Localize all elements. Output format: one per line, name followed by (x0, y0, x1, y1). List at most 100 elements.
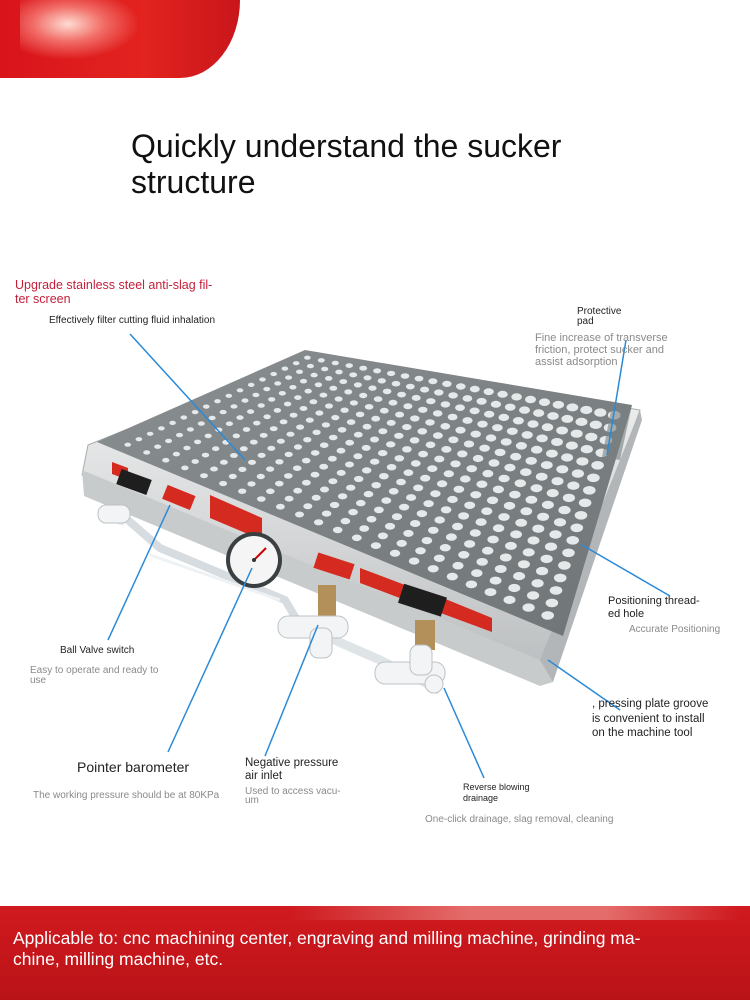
plate-hole (263, 414, 271, 420)
plate-hole (337, 493, 348, 500)
plate-hole (531, 445, 543, 454)
plate-hole (440, 506, 452, 514)
plate-hole (294, 395, 302, 400)
plate-hole (180, 415, 188, 420)
plate-hole (374, 506, 384, 514)
air-fittings (97, 504, 446, 694)
positioning-hole-title: Positioning thread- ed hole (608, 595, 700, 621)
plate-hole (400, 373, 410, 379)
plate-groove-line2: is convenient to install (592, 712, 705, 725)
plate-hole (513, 572, 526, 581)
plate-hole (494, 565, 507, 573)
plate-hole (505, 541, 517, 550)
leader-plate-groove (547, 659, 621, 711)
plate-hole (432, 410, 443, 417)
plate-hole (433, 554, 445, 562)
plate-hole (578, 498, 592, 508)
plate-hole (503, 501, 516, 510)
plate-hole (348, 508, 358, 516)
plate-hole (335, 369, 343, 375)
plate-hole (319, 442, 329, 449)
plate-hole (201, 452, 210, 458)
plate-hole (514, 479, 526, 488)
plate-hole (566, 536, 579, 545)
plate-hole (273, 408, 282, 413)
plate-hole (252, 392, 260, 398)
plate-hole (276, 438, 285, 444)
plate-hole (396, 539, 407, 547)
plate-hole (575, 417, 588, 426)
plate-hole (527, 536, 540, 545)
plate-hole (487, 535, 499, 544)
plate-hole (556, 426, 568, 435)
plate-hole (487, 496, 499, 505)
plate-hole (325, 403, 333, 409)
plate-hole (181, 465, 189, 471)
plate-hole (386, 441, 396, 448)
plate-hole (319, 392, 328, 398)
plate-hole (458, 551, 470, 559)
plate-hole (236, 388, 244, 393)
plate-groove-text: , pressing plate groove is convenient to… (592, 697, 708, 741)
plate-hole (415, 547, 426, 555)
plate-hole (460, 475, 471, 483)
plate-hole (439, 544, 451, 552)
plate-hole (446, 572, 458, 581)
air-inlet-title-line1: Negative pressure (245, 757, 339, 769)
plate-hole (362, 467, 372, 474)
plate-hole (574, 511, 588, 520)
plate-hole (465, 580, 478, 589)
plate-hole (402, 446, 412, 453)
plate-hole (238, 466, 247, 472)
plate-hole (469, 529, 481, 537)
plate-hole (442, 380, 452, 387)
plate-hole (527, 420, 539, 428)
plate-hole (225, 421, 233, 427)
plate-hole (515, 442, 528, 450)
plate-hole (321, 422, 330, 428)
plate-hole (236, 415, 244, 420)
plate-hole (508, 583, 521, 593)
plate-hole (540, 461, 553, 470)
plate-hole (285, 375, 293, 380)
plate-hole (310, 450, 320, 456)
plate-hole (387, 370, 396, 377)
plate-hole (284, 473, 293, 479)
plate-hole (321, 366, 329, 372)
plate-hole (373, 368, 382, 374)
plate-hole (339, 379, 348, 385)
plate-hole (368, 385, 377, 391)
plate-hole (242, 427, 251, 432)
plate-hole (275, 480, 284, 487)
plate-hole (499, 553, 512, 562)
plate-hole (494, 448, 506, 457)
plate-hole (247, 409, 255, 414)
leader-reverse-blowing (443, 687, 485, 779)
plate-hole (355, 411, 365, 418)
plate-hole (448, 392, 458, 399)
plate-hole (349, 372, 358, 378)
plate-hole (370, 458, 380, 465)
plate-hole (296, 369, 303, 374)
air-inlet-desc-line1: Used to access vacu- (245, 786, 341, 797)
plate-hole (232, 433, 240, 439)
plate-hole (403, 403, 413, 410)
plate-hole (506, 427, 518, 435)
plate-hole (378, 428, 388, 435)
plate-hole (411, 394, 421, 401)
plate-hole (283, 401, 292, 407)
leader-positioning-hole (581, 544, 671, 597)
plate-hole (561, 414, 574, 423)
leader-protective-pad (606, 339, 627, 456)
plate-hole (520, 507, 533, 516)
plate-hole (259, 432, 268, 438)
plate-hole (547, 412, 559, 420)
plate-hole (321, 510, 332, 517)
plate-hole (403, 469, 414, 477)
plate-hole (566, 403, 579, 412)
plate-hole (541, 611, 554, 620)
plate-hole (504, 403, 516, 411)
ball-valve-desc-line2: use (30, 674, 47, 686)
barometer-desc: The working pressure should be at 80KPa (33, 790, 220, 801)
plate-hole (402, 424, 412, 431)
